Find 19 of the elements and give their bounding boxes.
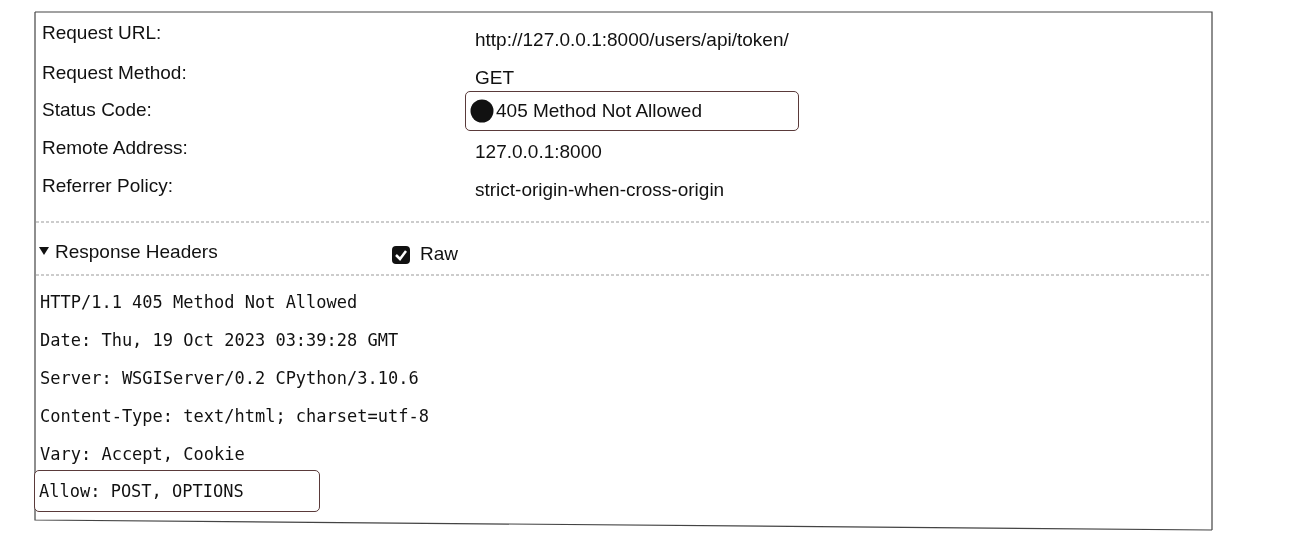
field-name: Request Method: (42, 62, 187, 84)
field-value: strict-origin-when-cross-origin (475, 179, 725, 201)
header-line: Allow: POST, OPTIONS (39, 481, 244, 501)
field-name: Remote Address: (42, 137, 188, 159)
header-line: Content-Type: text/html; charset=utf-8 (40, 406, 429, 426)
field-value: GET (475, 67, 515, 89)
checkbox-label: Raw (420, 243, 458, 265)
field-value: http://127.0.0.1:8000/users/api/token/ (475, 29, 789, 51)
field-name: Referrer Policy: (42, 175, 173, 197)
highlighted-header (34, 470, 320, 512)
field-value: 127.0.0.1:8000 (475, 141, 602, 163)
field-name: Status Code: (42, 99, 152, 121)
section-heading: Response Headers (55, 241, 218, 263)
header-line: Server: WSGIServer/0.2 CPython/3.10.6 (40, 368, 419, 388)
field-value: 405 Method Not Allowed (496, 100, 702, 122)
header-line: HTTP/1.1 405 Method Not Allowed (40, 292, 358, 312)
header-line: Date: Thu, 19 Oct 2023 03:39:28 GMT (40, 330, 399, 350)
field-name: Request URL: (42, 22, 162, 44)
highlighted-status (465, 91, 799, 131)
